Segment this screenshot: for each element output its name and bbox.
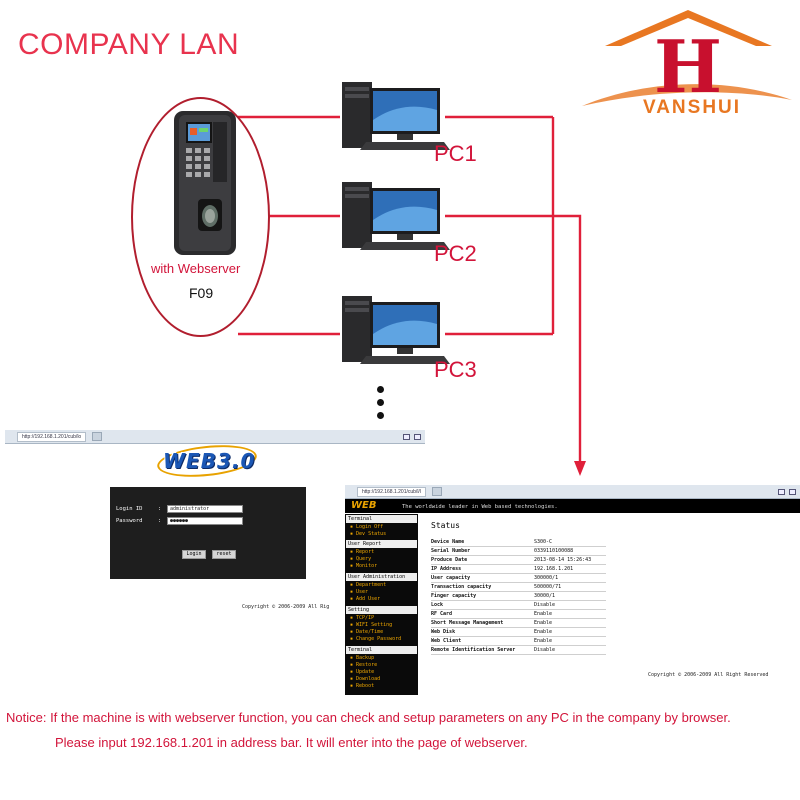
menu-item-restore[interactable]: ▪ Restore [350,662,378,668]
close-icon[interactable] [414,433,421,440]
device-caption: with Webserver [151,261,241,276]
vanshui-logo: H VANSHUI [582,10,792,118]
new-tab-icon[interactable] [431,487,442,496]
login-id-label: Login ID [116,506,143,512]
page-icon[interactable] [778,488,785,495]
menu-item-user[interactable]: ▪ User [350,589,369,595]
notice-line-2: Please input 192.168.1.201 in address ba… [55,735,528,750]
web-logo: WEB3.0 [163,449,256,473]
login-button[interactable]: Login [182,550,206,559]
browser-tabbar: http://192.168.1.201/cub/l/l [345,485,800,499]
browser-tab[interactable]: http://192.168.1.201/cub/l/l [357,486,426,497]
pc3-computer [342,296,450,364]
pc1-label: PC1 [434,141,477,166]
menu-heading: Terminal [346,515,417,523]
web-header-logo: WEB [351,500,377,511]
menu-item-tcpip[interactable]: ▪ TCP/IP [350,615,375,621]
web-header-tagline: The worldwide leader in Web based techno… [402,504,558,510]
menu-item-download[interactable]: ▪ Download [350,676,381,682]
menu-item-reboot[interactable]: ▪ Reboot [350,683,375,689]
menu-item-change-password[interactable]: ▪ Change Password [350,636,402,642]
logo-letter: H [654,24,722,109]
device-highlight-oval [131,97,270,337]
menu-item-backup[interactable]: ▪ Backup [350,655,375,661]
pc3-label: PC3 [434,357,477,382]
pc1-computer [342,82,450,150]
menu-heading: User Report [346,540,417,548]
menu-heading: Setting [346,606,417,614]
notice-line-1: Notice: If the machine is with webserver… [6,710,731,725]
login-copyright: Copyright © 2006-2009 All Rig [242,604,330,610]
menu-heading: User Administration [346,573,417,581]
new-tab-icon[interactable] [92,432,103,441]
menu-item-report[interactable]: ▪ Report [350,549,375,555]
menu-item-query[interactable]: ▪ Query [350,556,372,562]
password-input[interactable]: ●●●●●● [167,517,243,525]
page-icon[interactable] [403,433,410,440]
web-header-bar [345,499,800,513]
menu-item-date-time[interactable]: ▪ Date/Time [350,629,384,635]
close-icon[interactable] [789,488,796,495]
ellipsis-dot [377,399,384,406]
status-title: Status [431,521,460,530]
menu-item-login-off[interactable]: ▪ Login Off [350,524,384,530]
login-id-input[interactable]: administrator [167,505,243,513]
logo-text: VANSHUI [643,97,741,118]
password-label: Password [116,518,143,524]
browser-tab[interactable]: http://192.168.1.201/cub/lo [17,431,87,442]
menu-item-update[interactable]: ▪ Update [350,669,375,675]
menu-item-department[interactable]: ▪ Department [350,582,387,588]
page-title: COMPANY LAN [18,28,240,61]
pc2-computer [342,182,450,250]
ellipsis-dot [377,386,384,393]
pc2-label: PC2 [434,241,477,266]
device-model: F09 [189,285,214,301]
menu-item-dev-status[interactable]: ▪ Dev Status [350,531,387,537]
menu-heading: Terminal [346,646,417,654]
ellipsis-dot [377,412,384,419]
login-panel [110,487,306,579]
browser-tabbar: http://192.168.1.201/cub/lo [5,430,425,444]
status-copyright: Copyright © 2006-2009 All Right Reserved [648,672,769,678]
reset-button[interactable]: reset [212,550,236,559]
menu-item-add-user[interactable]: ▪ Add User [350,596,381,602]
menu-item-wifi-setting[interactable]: ▪ WIFI Setting [350,622,393,628]
status-browser-window: http://192.168.1.201/cub/l/l [345,485,800,695]
menu-item-monitor[interactable]: ▪ Monitor [350,563,378,569]
